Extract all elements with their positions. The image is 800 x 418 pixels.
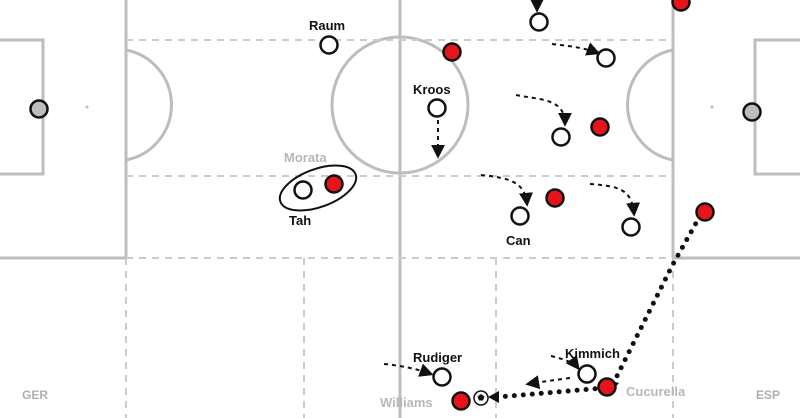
opponent-1 [442,42,462,62]
center-circle [330,35,470,175]
label-kroos: Kroos [413,82,451,97]
arrow-run-1 [551,42,601,56]
label-rudiger: Rudiger [413,350,462,365]
keeper-left [29,99,49,119]
arrow-kimmich-in [550,354,580,371]
label-williams: Williams [380,395,433,410]
opponent-williams [451,391,471,411]
player-run-2 [551,127,571,147]
marking-ellipse [278,164,358,212]
arrow-can [480,174,533,207]
opponent-top-right [671,0,691,12]
opponent-cucurella [597,377,617,397]
right-penalty-arc [626,48,674,162]
away-players [324,0,715,411]
movement-arrows [383,0,641,390]
team-right-label: ESP [756,388,780,402]
player-kimmich [577,364,597,384]
home-players [293,12,641,387]
right-six-yard-box [753,38,800,176]
ball-icon [473,390,489,406]
player-kroos [427,98,447,118]
left-penalty-arc [125,48,173,162]
center-spot [398,103,402,107]
label-kimmich: Kimmich [565,346,620,361]
label-can: Can [506,233,531,248]
pass-lines [495,213,703,400]
player-top [529,12,549,32]
arrow-run-2 [515,94,572,127]
zone-lines [125,39,674,418]
team-left-label: GER [22,388,48,402]
cross-arrow-head [488,391,499,403]
arrow-rudiger [383,363,434,377]
label-raum: Raum [309,18,345,33]
player-can [510,206,530,226]
player-rudiger [432,367,452,387]
player-run-1 [596,48,616,68]
keeper-right [742,102,762,122]
opponent-morata [324,174,344,194]
opponent-4 [695,202,715,222]
arrow-run-3 [589,183,641,217]
arrow-kimmich-out [525,375,571,390]
opponent-2 [590,117,610,137]
label-cucurella: Cucurella [626,384,686,399]
player-run-3 [621,217,641,237]
player-raum [319,35,339,55]
pass-run-line [609,213,703,389]
right-penalty-spot [710,105,714,109]
player-tah [293,180,313,200]
left-penalty-spot [85,105,89,109]
label-morata: Morata [284,150,327,165]
label-tah: Tah [289,213,311,228]
cross-line [495,385,607,400]
opponent-3 [545,188,565,208]
